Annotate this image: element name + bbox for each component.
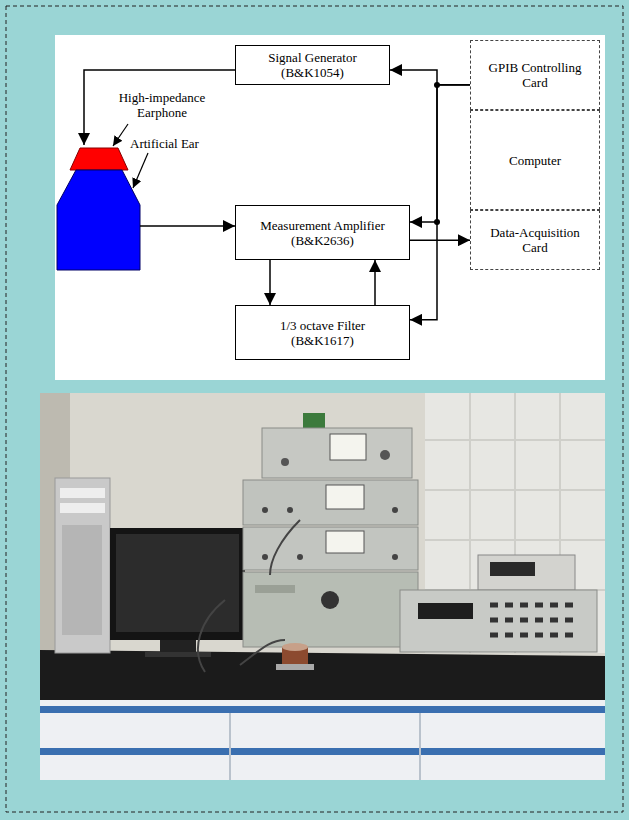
cabinets: [40, 700, 605, 780]
box-label: GPIB Controlling Card: [480, 60, 590, 90]
artificial-ear-shape: [57, 170, 140, 270]
box-label: Data-Acquisition Card: [480, 225, 590, 255]
box-label: Signal Generator (B&K1054): [243, 50, 383, 80]
junction-dot: [434, 82, 440, 88]
computer-section: GPIB Controlling Card: [470, 40, 600, 110]
computer-section: Computer: [470, 110, 600, 210]
box-label: Computer: [509, 153, 561, 168]
artificial-ear-photo: [276, 643, 314, 670]
signal-connector: [410, 85, 470, 222]
instrument-box: Measurement Amplifier (B&K2636): [235, 205, 410, 260]
junction-dot: [434, 219, 440, 225]
earphone-shape: [70, 148, 128, 170]
instrument-box: Signal Generator (B&K1054): [235, 45, 390, 85]
signal-wire: [140, 225, 235, 227]
instrument-stack: [243, 413, 418, 647]
dashed-frame: [6, 6, 623, 812]
computer-tower: [55, 478, 110, 653]
box-label: 1/3 octave Filter (B&K1617): [258, 318, 388, 348]
signal-connector: [269, 260, 271, 305]
small-meter: [478, 555, 575, 590]
computer-section: Data-Acquisition Card: [470, 210, 600, 270]
leader-line: [133, 153, 148, 188]
signal-connector: [374, 260, 376, 305]
box-label: Measurement Amplifier (B&K2636): [243, 218, 403, 248]
signal-connector: [390, 70, 470, 85]
signal-connector: [410, 85, 470, 320]
leader-line: [113, 124, 128, 146]
part-label: Artificial Ear: [130, 136, 199, 151]
front-instrument: [400, 590, 597, 652]
instrument-box: 1/3 octave Filter (B&K1617): [235, 305, 410, 360]
signal-connector: [410, 239, 470, 241]
wall: [40, 393, 605, 780]
part-label: High-impedance Earphone: [112, 90, 212, 120]
signal-wire: [84, 70, 235, 145]
cables: [198, 520, 300, 672]
bench-top: [40, 650, 605, 700]
monitor: [110, 528, 245, 657]
